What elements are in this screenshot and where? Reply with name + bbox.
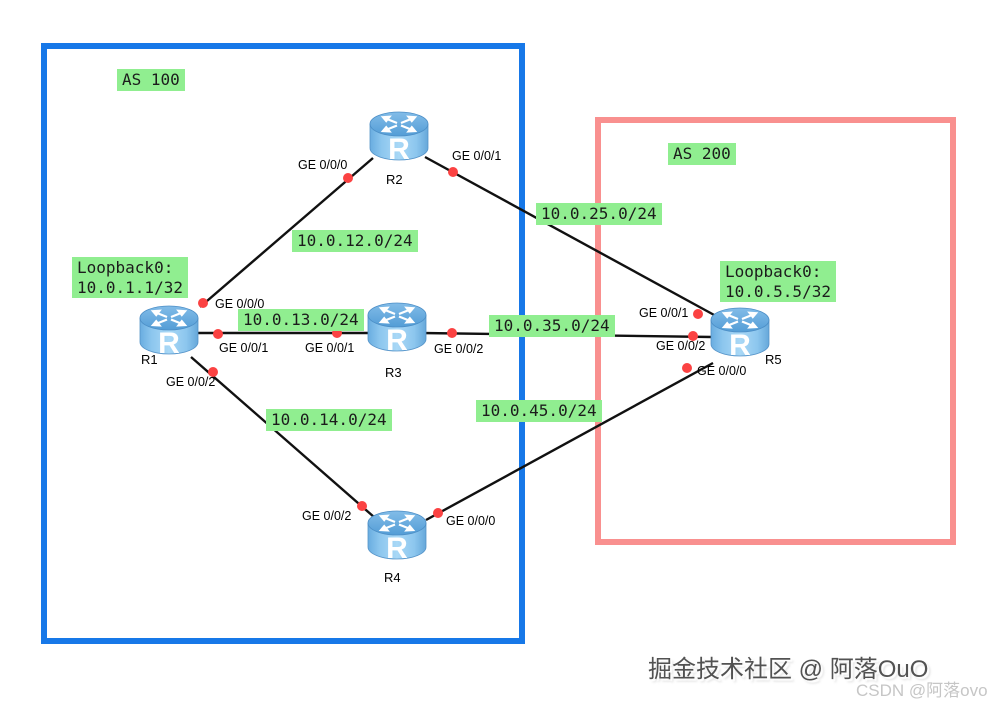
iface-label-r4-ge000: GE 0/0/0 [446,514,496,528]
link-r1-r4[interactable] [190,356,375,518]
loopback-address: 10.0.1.1/32 [77,277,183,297]
link-r4-r5[interactable] [425,361,714,522]
port-dot-r5-ge001 [693,309,703,319]
iface-label-r1-ge000: GE 0/0/0 [215,297,265,311]
iface-label-r5-ge000: GE 0/0/0 [697,364,747,378]
as100-region-box [41,43,525,644]
port-dot-r4-ge002 [357,501,367,511]
iface-label-r1-ge002: GE 0/0/2 [166,375,216,389]
iface-label-r5-ge002: GE 0/0/2 [656,339,706,353]
port-dot-r3-ge002 [447,328,457,338]
router-name-r4: R4 [384,570,401,585]
router-node-r2[interactable] [368,110,430,162]
iface-label-r3-ge002: GE 0/0/2 [434,342,484,356]
loopback-label-r1: Loopback0: 10.0.1.1/32 [72,257,188,299]
link-r1-r2[interactable] [199,157,374,308]
iface-label-r1-ge001: GE 0/0/1 [219,341,269,355]
link-r2-r5[interactable] [424,155,717,318]
loopback-title: Loopback0: [77,258,174,277]
router-node-r3[interactable] [366,301,428,353]
port-dot-r5-ge002 [688,331,698,341]
router-node-r4[interactable] [366,509,428,561]
router-name-r5: R5 [765,352,782,367]
router-node-r5[interactable] [709,306,771,358]
as100-label: AS 100 [117,69,185,91]
port-dot-r2-ge000 [343,173,353,183]
router-name-r1: R1 [141,352,158,367]
watermark-juejin: 掘金技术社区 @ 阿落OuO [648,656,929,683]
watermark-csdn: CSDN @阿落ovo [856,681,988,700]
router-node-r1[interactable] [138,304,200,356]
port-dot-r5-ge000 [682,363,692,373]
iface-label-r4-ge002: GE 0/0/2 [302,509,352,523]
port-dot-r4-ge000 [433,508,443,518]
port-dot-r2-ge001 [448,167,458,177]
network-label-10-0-35: 10.0.35.0/24 [489,315,615,337]
as200-label: AS 200 [668,143,736,165]
network-label-10-0-14: 10.0.14.0/24 [266,409,392,431]
network-label-10-0-25: 10.0.25.0/24 [536,203,662,225]
router-name-r2: R2 [386,172,403,187]
port-dot-r1-ge000 [198,298,208,308]
iface-label-r2-ge001: GE 0/0/1 [452,149,502,163]
network-label-10-0-45: 10.0.45.0/24 [476,400,602,422]
loopback-label-r5: Loopback0: 10.0.5.5/32 [720,261,836,303]
iface-label-r3-ge001: GE 0/0/1 [305,341,355,355]
router-name-r3: R3 [385,365,402,380]
network-label-10-0-13: 10.0.13.0/24 [238,309,364,331]
port-dot-r1-ge002 [208,367,218,377]
loopback-title: Loopback0: [725,262,822,281]
iface-label-r5-ge001: GE 0/0/1 [639,306,689,320]
loopback-address: 10.0.5.5/32 [725,281,831,301]
port-dot-r1-ge001 [213,329,223,339]
iface-label-r2-ge000: GE 0/0/0 [298,158,348,172]
network-label-10-0-12: 10.0.12.0/24 [292,230,418,252]
